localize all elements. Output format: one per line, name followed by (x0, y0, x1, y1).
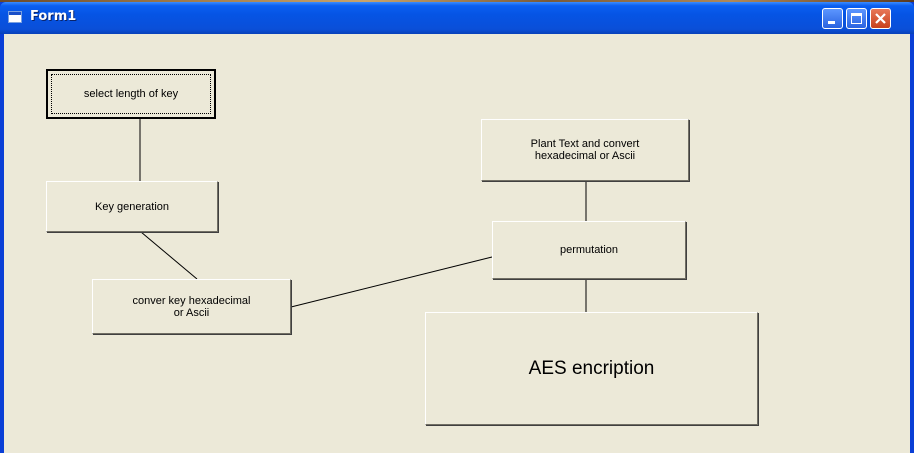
select-length-of-key-label: select length of key (83, 88, 179, 100)
select-length-of-key-button[interactable]: select length of key (46, 69, 216, 119)
maximize-button[interactable] (846, 8, 867, 29)
connector-lines (139, 119, 587, 312)
minimize-button[interactable] (822, 8, 843, 29)
focus-ring (51, 74, 211, 114)
key-generation-button[interactable]: Key generation (46, 181, 218, 232)
close-icon (875, 13, 886, 24)
key-generation-label: Key generation (95, 200, 169, 213)
close-button[interactable] (870, 8, 891, 29)
connector-convert-to-permutation (290, 256, 493, 308)
convert-key-button[interactable]: conver key hexadecimal or Ascii (92, 279, 291, 334)
window-title: Form1 (30, 9, 77, 24)
maximize-icon (851, 13, 862, 24)
title-bar[interactable]: Form1 (0, 2, 914, 34)
minimize-icon (828, 21, 835, 24)
permutation-label: permutation (559, 244, 619, 256)
permutation-button[interactable]: permutation (492, 221, 686, 279)
connector-keygen-to-convert (140, 231, 198, 280)
aes-encryption-button[interactable]: AES encription (425, 312, 758, 425)
plain-text-convert-label: Plant Text and convert hexadecimal or As… (530, 138, 640, 162)
form-window-icon (8, 11, 22, 23)
aes-encryption-label: AES encription (528, 357, 655, 379)
form-client-area: select length of key Key generation conv… (4, 34, 910, 453)
convert-key-label: conver key hexadecimal or Ascii (132, 294, 251, 319)
plain-text-convert-button[interactable]: Plant Text and convert hexadecimal or As… (481, 119, 689, 181)
